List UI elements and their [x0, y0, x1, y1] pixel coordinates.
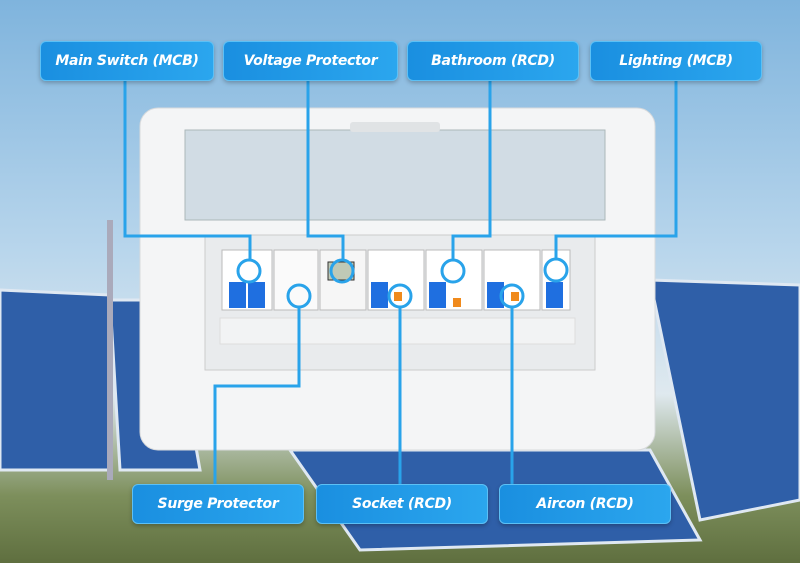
callout-lines [123, 80, 678, 484]
label-aircon: Aircon (RCD) [499, 484, 671, 524]
label-socket: Socket (RCD) [316, 484, 488, 524]
label-bathroom: Bathroom (RCD) [407, 41, 579, 81]
breakers [221, 249, 571, 311]
label-surge-protector: Surge Protector [132, 484, 304, 524]
label-voltage-protector: Voltage Protector [223, 41, 398, 81]
label-lighting: Lighting (MCB) [590, 41, 762, 81]
label-main-switch: Main Switch (MCB) [40, 41, 214, 81]
